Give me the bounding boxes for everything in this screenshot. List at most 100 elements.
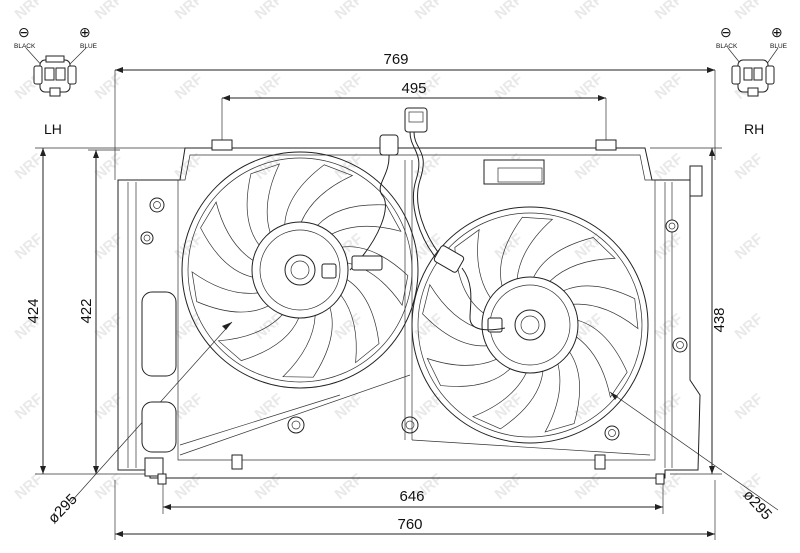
watermark-text: NRF xyxy=(412,0,447,23)
fan-right-ring xyxy=(411,206,649,444)
fan-blade xyxy=(426,357,511,387)
watermark-text: NRF xyxy=(12,470,47,503)
fan-right xyxy=(411,206,649,444)
fan-blade xyxy=(284,164,354,225)
watermark-text: NRF xyxy=(652,0,687,23)
fan-blade xyxy=(341,246,409,307)
dim-bracket-span: 495 xyxy=(401,80,426,97)
fan-blade xyxy=(544,351,580,433)
watermark-text: NRF xyxy=(652,70,687,103)
watermark-text: NRF xyxy=(412,310,447,343)
fan-blade xyxy=(563,285,639,330)
lh-pin2-symbol: ⊕ xyxy=(79,24,91,40)
fan-left-hub-icon xyxy=(284,254,316,286)
fan-blade xyxy=(422,283,488,347)
fan-blade xyxy=(217,314,300,361)
watermark-text: NRF xyxy=(92,70,127,103)
lh-pin2-label: BLUE xyxy=(80,43,98,50)
watermark-text: NRF xyxy=(732,230,767,263)
watermark-text: NRF xyxy=(412,390,447,423)
lh-connector: ⊖ BLACK ⊕ BLUE LH xyxy=(14,24,98,137)
watermark-text: NRF xyxy=(652,150,687,183)
watermark-text: NRF xyxy=(732,150,767,183)
watermark-text: NRF xyxy=(332,310,367,343)
watermark-text: NRF xyxy=(332,390,367,423)
watermark-text: NRF xyxy=(332,470,367,503)
watermark-text: NRF xyxy=(652,230,687,263)
watermark-text: NRF xyxy=(12,0,47,23)
dimension-lines xyxy=(35,67,779,540)
watermark-text: NRF xyxy=(252,310,287,343)
watermark-text: NRF xyxy=(12,230,47,263)
fan-left-blades xyxy=(191,163,409,378)
harness-connector-left-icon xyxy=(379,134,399,156)
dim-right-height: 438 xyxy=(711,307,728,332)
fan-blade xyxy=(471,370,544,430)
watermark-layer: NRF NRF NRF NRF NRF NRF NRF NRF NRF NRF NRF NRF NRF N… xyxy=(12,0,767,503)
watermark-text: NRF xyxy=(172,310,207,343)
watermark-text: NRF xyxy=(732,390,767,423)
rh-pin2-label: BLUE xyxy=(770,43,788,50)
rh-side-label: RH xyxy=(744,121,764,137)
watermark-text: NRF xyxy=(732,0,767,23)
wiring-harness xyxy=(349,107,506,331)
fan-left-ring xyxy=(181,151,419,389)
rh-connector: ⊖ BLACK ⊕ BLUE RH xyxy=(716,24,788,137)
fan-blade xyxy=(533,237,616,282)
fan-right-blades xyxy=(422,216,639,433)
fan-blade xyxy=(500,216,554,287)
fan-blade xyxy=(282,307,333,378)
fan-blade xyxy=(191,271,269,313)
dim-left-inner-height: 422 xyxy=(78,298,95,323)
lh-connector-plug-icon xyxy=(33,55,77,97)
fan-blade xyxy=(340,279,380,364)
dim-fan-right-diameter: ø295 xyxy=(740,487,776,524)
fan-blade xyxy=(246,163,281,246)
rh-pin2-symbol: ⊕ xyxy=(771,24,783,40)
dim-fan-left-diameter: ø295 xyxy=(45,491,81,527)
rh-pin1-symbol: ⊖ xyxy=(720,24,732,40)
watermark-text: NRF xyxy=(252,0,287,23)
harness-connector-top-icon xyxy=(404,107,428,133)
rh-connector-plug-icon xyxy=(731,59,775,97)
watermark-text: NRF xyxy=(492,230,527,263)
watermark-text: NRF xyxy=(652,390,687,423)
watermark-text: NRF xyxy=(492,0,527,23)
dim-left-outer-height: 424 xyxy=(25,298,42,323)
fan-blade xyxy=(454,228,491,314)
watermark-text: NRF xyxy=(172,0,207,23)
watermark-text: NRF xyxy=(572,390,607,423)
dim-bottom-overall-width: 760 xyxy=(397,516,422,533)
watermark-text: NRF xyxy=(572,230,607,263)
lh-pin1-label: BLACK xyxy=(14,43,36,50)
fan-blade xyxy=(317,204,402,235)
watermark-text: NRF xyxy=(172,390,207,423)
fan-blade xyxy=(576,319,628,399)
watermark-text: NRF xyxy=(92,470,127,503)
watermark-text: NRF xyxy=(332,0,367,23)
lh-pin1-symbol: ⊖ xyxy=(18,24,30,40)
dim-overall-top-width: 769 xyxy=(383,51,408,68)
lh-side-label: LH xyxy=(44,121,62,137)
watermark-text: NRF xyxy=(172,470,207,503)
watermark-text: NRF xyxy=(732,310,767,343)
watermark-text: NRF xyxy=(252,390,287,423)
fan-shroud xyxy=(117,139,703,485)
watermark-text: NRF xyxy=(92,390,127,423)
watermark-text: NRF xyxy=(12,390,47,423)
fan-left xyxy=(181,151,419,389)
watermark-text: NRF xyxy=(572,470,607,503)
watermark-text: NRF xyxy=(92,0,127,23)
fan-right-hub-icon xyxy=(514,309,546,341)
watermark-text: NRF xyxy=(252,470,287,503)
fan-blade xyxy=(200,201,254,278)
watermark-text: NRF xyxy=(172,70,207,103)
watermark-text: NRF xyxy=(572,0,607,23)
watermark-text: NRF xyxy=(92,230,127,263)
harness-connector-mid-icon xyxy=(433,245,465,273)
watermark-text: NRF xyxy=(92,310,127,343)
dim-bottom-inner-width: 646 xyxy=(399,488,424,505)
rh-pin1-label: BLACK xyxy=(716,43,738,50)
